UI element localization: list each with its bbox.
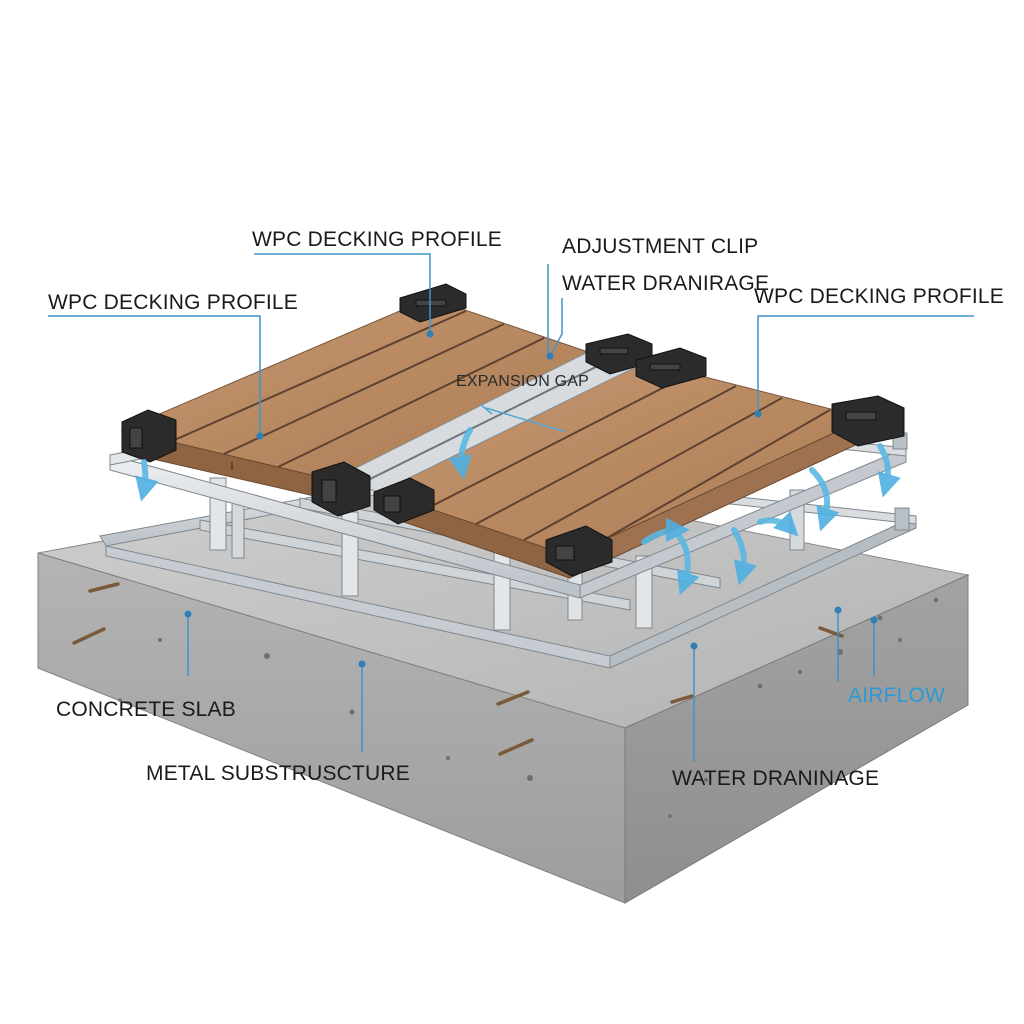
label-wpc-decking-right: WPC DECKING PROFILE bbox=[754, 285, 1004, 308]
clip-mid-front-1 bbox=[311, 461, 371, 517]
expansion-gap-arrow bbox=[479, 403, 567, 433]
label-water-drainage-top: WATER DRANIRAGE bbox=[562, 272, 770, 295]
clip-front-right bbox=[545, 525, 613, 577]
clip-mid-front-2 bbox=[373, 477, 435, 525]
label-adjustment-clip: ADJUSTMENT CLIP bbox=[562, 235, 759, 258]
wpc-decking bbox=[120, 297, 868, 579]
adjustment-clips bbox=[121, 283, 905, 577]
label-wpc-decking-left: WPC DECKING PROFILE bbox=[48, 291, 298, 314]
label-airflow: AIRFLOW bbox=[848, 684, 946, 707]
board-grooves-left bbox=[169, 310, 545, 470]
label-wpc-decking-top: WPC DECKING PROFILE bbox=[252, 228, 502, 251]
label-concrete-slab: CONCRETE SLAB bbox=[56, 698, 236, 721]
clip-top-left bbox=[399, 283, 467, 323]
clip-left bbox=[121, 409, 177, 463]
board-grooves-right bbox=[427, 373, 831, 543]
airflow-arrows bbox=[135, 427, 901, 596]
concrete-side-face bbox=[624, 574, 969, 904]
leader-dots bbox=[184, 330, 878, 668]
rebar-stubs bbox=[72, 582, 844, 756]
leader-lines bbox=[48, 253, 974, 762]
clip-right bbox=[831, 395, 905, 447]
label-metal-substructure: METAL SUBSTRUSCTURE bbox=[146, 762, 410, 785]
label-expansion-gap: EXPANSION GAP bbox=[456, 373, 590, 390]
clip-center-2 bbox=[635, 347, 707, 389]
concrete-pores bbox=[118, 597, 939, 818]
label-water-drainage-bottom: WATER DRANINAGE bbox=[672, 767, 880, 790]
